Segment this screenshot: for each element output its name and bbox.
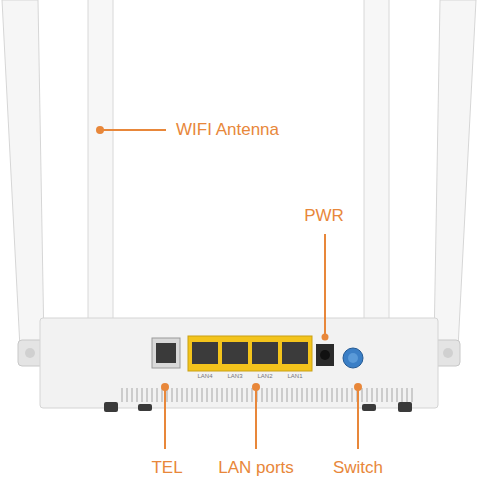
port-label: LAN4 [197,373,212,380]
router-body [40,318,438,408]
feet [104,402,412,412]
callout-label: Switch [333,458,383,478]
lan-block [188,336,312,371]
leader-lines [96,126,362,449]
callout-label: TEL [151,458,182,478]
port-label: LAN3 [227,373,242,380]
callout-label: PWR [304,206,344,226]
port-label: LAN1 [287,373,302,380]
port-label: LAN2 [257,373,272,380]
tel-port [152,338,180,368]
antenna-right [364,0,389,326]
callout-label: WIFI Antenna [176,120,279,140]
antenna-left [88,0,113,326]
outer-antenna-left [2,0,52,366]
outer-antenna-right [426,0,476,366]
power-switch [343,348,363,368]
power-jack [316,344,334,366]
callout-label: LAN ports [218,458,294,478]
